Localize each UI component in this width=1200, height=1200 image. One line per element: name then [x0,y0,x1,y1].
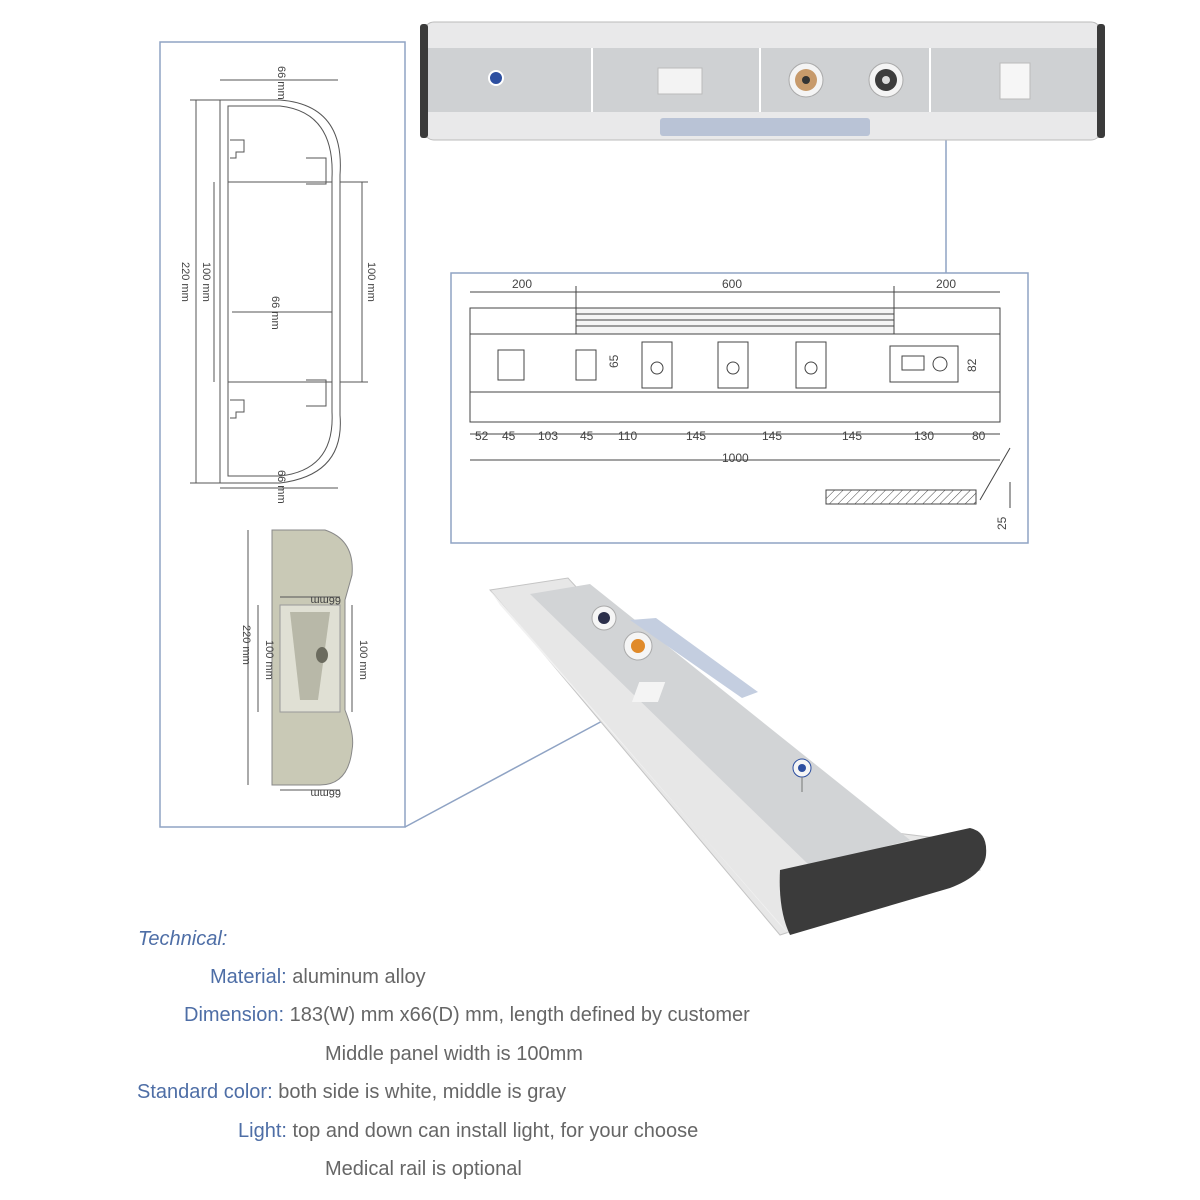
spec-material-value: aluminum alloy [292,966,426,988]
spec-middle-panel: Middle panel width is 100mm [325,1043,583,1066]
spec-medical-rail: Medical rail is optional [325,1158,522,1181]
bottom-dim-6: 145 [686,429,706,443]
profile-bottom-dim: 66 mm [275,470,287,504]
profile-inner-dim: 100 mm [200,262,212,302]
rail-perspective-photo [489,577,987,936]
profile-right-dim: 100 mm [365,262,377,302]
spec-material-label: Material: [210,966,287,988]
photo-bottom-dim: 66mm [310,787,341,799]
small-dim-65: 65 [607,354,621,368]
photo-right-dim: 100 mm [357,640,369,680]
bottom-dim-9: 130 [914,429,934,443]
spec-standard-color: Standard color: both side is white, midd… [137,1081,566,1104]
spec-standard-color-value: both side is white, middle is gray [278,1081,567,1103]
spec-light-value: top and down can install light, for your… [292,1120,699,1142]
spec-light: Light: top and down can install light, f… [238,1120,698,1143]
spec-medical-rail-value: Medical rail is optional [325,1158,522,1180]
top-dim-center: 600 [722,277,742,291]
bottom-dim-5: 110 [618,429,637,443]
photo-top-dim: 66mm [310,594,341,606]
spec-dimension: Dimension: 183(W) mm x66(D) mm, length d… [184,1004,750,1027]
bottom-dim-3: 103 [538,429,558,443]
floor-dim: 25 [995,516,1009,530]
small-dim-82: 82 [965,358,979,372]
bottom-dim-8: 145 [842,429,862,443]
spec-standard-color-label: Standard color: [137,1081,273,1103]
profile-mid-dim: 66 mm [269,296,281,330]
spec-middle-panel-value: Middle panel width is 100mm [325,1043,583,1065]
rail-front-photo [420,21,1105,141]
bottom-dim-7: 145 [762,429,782,443]
photo-height-dim: 220 mm [240,625,252,665]
profile-height-dim: 220 mm [179,262,191,302]
top-dim-left: 200 [512,277,532,291]
technical-heading: Technical: [138,928,228,950]
spec-dimension-value: 183(W) mm x66(D) mm, length defined by c… [289,1004,750,1026]
bottom-dim-4: 45 [580,429,594,443]
spec-dimension-label: Dimension: [184,1004,285,1026]
spec-material: Material: aluminum alloy [210,966,426,989]
spec-light-label: Light: [238,1120,287,1142]
profile-top-dim: 66 mm [275,66,287,100]
panel-technical-drawing: 200 600 200 52 45 103 45 110 145 145 145… [450,272,1029,544]
section-photo [247,529,354,791]
photo-left-dim: 100 mm [263,640,275,680]
bottom-dim-1: 52 [475,429,489,443]
bottom-dim-10: 80 [972,429,986,443]
total-dim: 1000 [722,451,749,465]
bottom-dim-2: 45 [502,429,516,443]
profile-drawing [190,79,368,489]
top-dim-right: 200 [936,277,956,291]
